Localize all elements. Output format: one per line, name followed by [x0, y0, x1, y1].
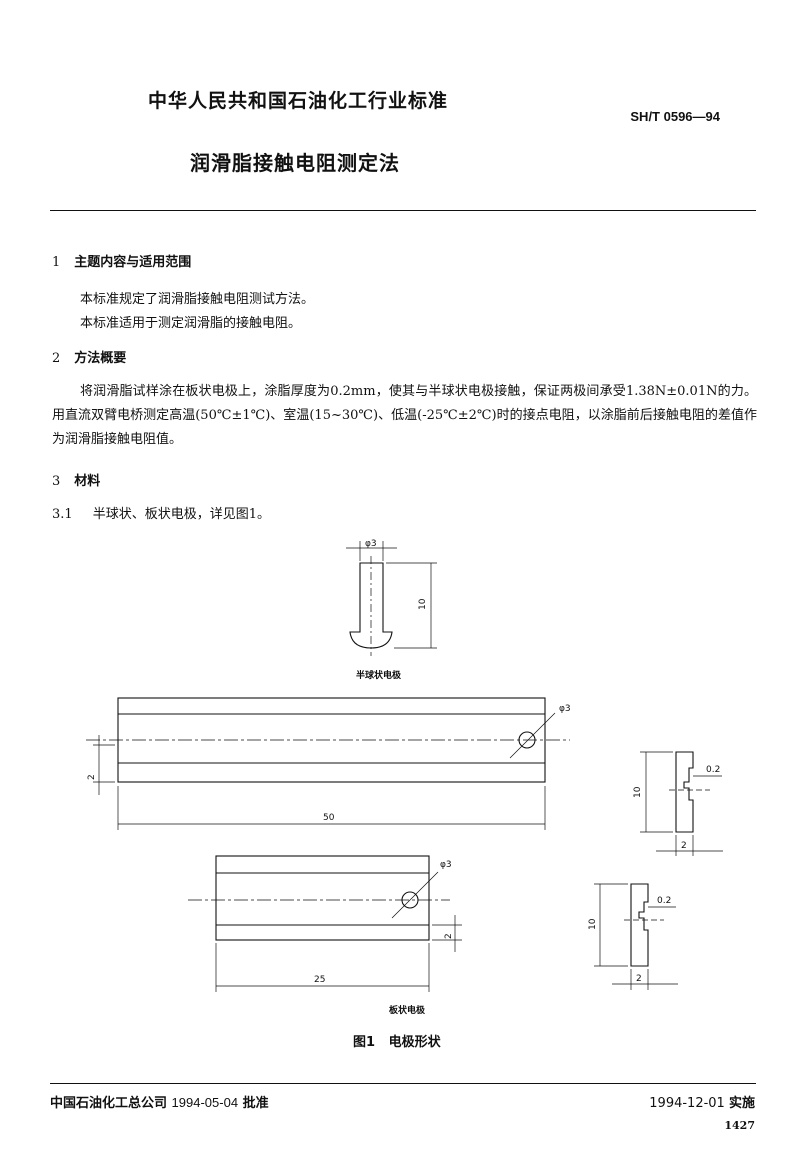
- dim-phi3-hemi: φ3: [365, 539, 377, 549]
- dim-2-large: 2: [87, 774, 97, 780]
- dim-10-hemi: 10: [418, 598, 428, 610]
- dim-0-2-profile-2: 0.2: [657, 896, 671, 906]
- dim-25: 25: [314, 975, 325, 985]
- section-1-heading: 1 主题内容与适用范围: [52, 251, 191, 270]
- section-number: 2: [52, 351, 61, 366]
- plate-electrode-small-drawing: [188, 855, 462, 992]
- section-2-heading: 2 方法概要: [52, 347, 126, 366]
- dim-50: 50: [323, 813, 335, 823]
- dim-2-small: 2: [444, 933, 454, 939]
- approval-word: 批准: [242, 1096, 269, 1111]
- issuer: 中国石油化工总公司: [50, 1096, 168, 1111]
- approval-date: 1994-05-04: [171, 1095, 239, 1110]
- section-2-paragraph: 将润滑脂试样涂在板状电极上，涂脂厚度为0.2mm，使其与半球状电极接触，保证两极…: [52, 384, 757, 447]
- section-number: 1: [52, 255, 61, 270]
- dim-0-2-profile-1: 0.2: [706, 765, 720, 775]
- approval-line: 中国石油化工总公司 1994-05-04 批准: [50, 1092, 269, 1111]
- footer-rule: [50, 1083, 756, 1084]
- plate-electrode-large-drawing: [86, 697, 570, 830]
- section-1-paragraph-1: 本标准规定了润滑脂接触电阻测试方法。: [80, 292, 315, 307]
- dim-2-profile-2: 2: [636, 974, 642, 984]
- section-number: 3: [52, 474, 61, 489]
- document-title: 润滑脂接触电阻测定法: [190, 151, 400, 175]
- plate-profile-1-drawing: [640, 751, 723, 856]
- subsection-number: 3.1: [52, 507, 73, 522]
- figure-number: 图1: [353, 1035, 376, 1050]
- figure-caption: 图1 电极形状: [353, 1031, 441, 1050]
- section-3-heading: 3 材料: [52, 470, 100, 489]
- page-number: 1427: [724, 1119, 755, 1132]
- standard-code: SH/T 0596—94: [630, 109, 720, 124]
- plate-profile-2-drawing: [594, 883, 678, 990]
- dim-10-profile-1: 10: [633, 786, 643, 798]
- section-3-1: 3.1 半球状、板状电极，详见图1。: [52, 503, 270, 522]
- subsection-text: 半球状、板状电极，详见图1。: [92, 507, 270, 522]
- section-title: 材料: [74, 474, 101, 489]
- plate-electrode-label: 板状电极: [389, 1004, 426, 1016]
- dim-2-profile-1: 2: [681, 841, 687, 851]
- section-title: 方法概要: [74, 351, 127, 366]
- section-title: 主题内容与适用范围: [74, 255, 192, 270]
- electrode-figure: φ3 10 φ3 2 50 0.2 10 2 φ3 2 25 0.2 10 2 …: [86, 539, 723, 1016]
- implementation-line: 1994-12-01 实施: [649, 1092, 755, 1111]
- section-1-paragraph-2: 本标准适用于测定润滑脂的接触电阻。: [80, 316, 302, 331]
- figure-title: 电极形状: [388, 1035, 441, 1050]
- implementation-word: 实施: [728, 1096, 755, 1111]
- dim-10-profile-2: 10: [588, 918, 598, 930]
- header-rule: [50, 210, 756, 211]
- issuing-organization: 中华人民共和国石油化工行业标准: [148, 90, 449, 112]
- hemispherical-electrode-label: 半球状电极: [356, 669, 402, 681]
- implementation-date: 1994-12-01: [649, 1096, 725, 1111]
- dim-phi3-large: φ3: [559, 704, 571, 714]
- dim-phi3-small: φ3: [440, 860, 452, 870]
- hemispherical-electrode-drawing: [346, 541, 437, 656]
